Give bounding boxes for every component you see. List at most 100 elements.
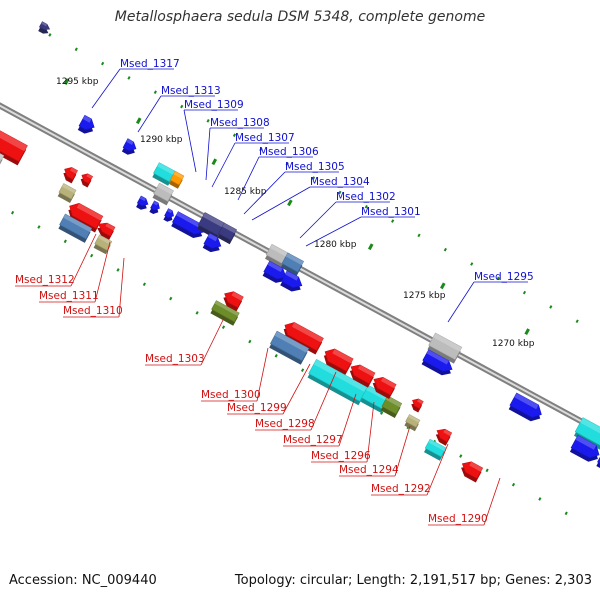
gene-feature-highlight-4 <box>0 153 4 160</box>
gene-feature-27 <box>210 300 240 326</box>
gene-feature-3 <box>0 130 28 166</box>
gene-feature-highlight-30 <box>332 348 354 364</box>
gene-feature-highlight-43 <box>514 393 539 410</box>
scale-label-0: 1295 kbp <box>56 77 99 87</box>
gene-feature-8 <box>68 202 104 233</box>
gene-feature-highlight-34 <box>358 364 375 377</box>
gene-feature-highlight-40 <box>443 429 452 436</box>
gene-feature-highlight-26 <box>231 291 244 301</box>
reverse-leader-0 <box>70 233 97 287</box>
reverse-gene-label-1: Msed_1311 <box>39 290 99 302</box>
forward-leader-10 <box>447 281 475 323</box>
forward-gene-label-4: Msed_1307 <box>235 132 295 144</box>
reverse-gene-label-11: Msed_1290 <box>428 513 488 525</box>
gene-feature-37 <box>421 349 453 376</box>
forward-gene-label-9: Msed_1301 <box>361 206 421 218</box>
gene-feature-highlight-7 <box>62 183 76 194</box>
gene-feature-highlight-15 <box>139 196 146 202</box>
gene-feature-highlight-12 <box>157 162 176 175</box>
gene-features <box>0 21 600 483</box>
outer-tick-18 <box>522 290 527 295</box>
gene-feature-highlight-31 <box>313 359 368 392</box>
gene-feature-21 <box>202 232 222 253</box>
outer-tick-4 <box>153 90 157 95</box>
reverse-leader-4 <box>256 347 269 402</box>
reverse-leader-10 <box>426 443 449 496</box>
outer-tick-10 <box>311 176 316 180</box>
inner-tick-2 <box>10 210 15 215</box>
gene-feature-highlight-19 <box>202 212 225 228</box>
forward-leader-3 <box>205 127 211 181</box>
inner-tick-6 <box>116 268 120 272</box>
reverse-gene-label-10: Msed_1292 <box>371 483 431 495</box>
gene-feature-highlight-14 <box>157 183 174 195</box>
gene-feature-highlight-1 <box>82 115 92 123</box>
forward-gene-label-1: Msed_1313 <box>161 85 221 97</box>
gene-feature-highlight-27 <box>214 300 240 316</box>
inner-tick-11 <box>248 339 252 344</box>
gene-feature-highlight-20 <box>222 223 237 234</box>
reverse-gene-label-8: Msed_1296 <box>311 450 371 462</box>
gene-feature-highlight-35 <box>380 377 397 389</box>
inner-tick-9 <box>195 311 199 315</box>
gene-feature-highlight-16 <box>153 200 159 206</box>
gene-feature-highlight-23 <box>285 252 304 266</box>
gene-feature-10 <box>97 222 116 241</box>
gene-feature-43 <box>508 392 542 422</box>
gene-feature-highlight-9 <box>63 214 92 232</box>
outer-tick-2 <box>101 61 105 66</box>
forward-gene-label-0: Msed_1317 <box>120 58 180 70</box>
gene-feature-highlight-44 <box>580 417 600 434</box>
reverse-gene-label-6: Msed_1298 <box>255 418 315 430</box>
outer-tick-19 <box>549 305 553 309</box>
outer-tick-16 <box>470 262 474 266</box>
forward-gene-label-5: Msed_1306 <box>259 146 319 158</box>
gene-feature-highlight-3 <box>0 130 28 152</box>
gene-feature-highlight-22 <box>269 244 290 258</box>
reverse-leader-6 <box>310 371 337 431</box>
gene-feature-face-23 <box>281 252 305 273</box>
forward-gene-label-8: Msed_1302 <box>336 191 396 203</box>
gene-feature-36 <box>427 332 463 364</box>
gene-feature-highlight-42 <box>469 461 483 472</box>
gene-feature-highlight-18 <box>176 211 201 228</box>
outer-tick-14 <box>417 233 421 238</box>
gene-feature-12 <box>152 162 176 186</box>
outer-tick-6 <box>206 119 210 123</box>
gene-feature-35 <box>372 376 397 399</box>
scale-label-5: 1270 kbp <box>492 339 535 349</box>
gene-feature-highlight-21 <box>207 233 218 242</box>
forward-gene-label-10: Msed_1295 <box>474 271 534 283</box>
reverse-gene-label-2: Msed_1310 <box>63 305 123 317</box>
gene-feature-highlight-41 <box>428 439 446 451</box>
inner-tick-21 <box>511 482 516 487</box>
inner-tick-10 <box>221 325 226 329</box>
reverse-leader-3 <box>200 317 225 366</box>
forward-leader-2 <box>183 109 197 173</box>
forward-leader-9 <box>305 216 362 247</box>
topology-summary: Topology: circular; Length: 2,191,517 bp… <box>234 573 592 588</box>
gene-feature-14 <box>152 182 174 206</box>
inner-tick-8 <box>169 296 173 301</box>
outer-tick-15 <box>443 247 447 252</box>
reverse-leader-5 <box>282 363 311 415</box>
gene-feature-5 <box>63 167 78 184</box>
forward-leader-8 <box>299 201 337 239</box>
outer-tick-20 <box>575 319 579 324</box>
inner-tick-22 <box>538 497 542 501</box>
gene-feature-25 <box>280 270 303 292</box>
accession-text: Accession: NC_009440 <box>9 573 157 588</box>
gene-feature-41 <box>424 438 447 461</box>
reverse-gene-label-9: Msed_1294 <box>339 464 399 476</box>
outer-tick-7 <box>232 133 237 137</box>
gene-feature-38 <box>411 398 424 413</box>
reverse-leader-1 <box>94 241 111 303</box>
forward-gene-label-7: Msed_1304 <box>310 176 370 188</box>
scale-label-3: 1280 kbp <box>314 240 357 250</box>
gene-feature-highlight-17 <box>167 208 173 214</box>
gene-feature-13 <box>169 170 185 189</box>
gene-feature-44 <box>574 417 600 450</box>
major-tick-0 <box>63 78 70 85</box>
